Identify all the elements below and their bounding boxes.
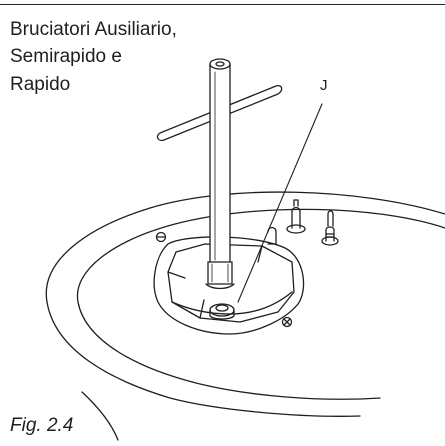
title-line-2: Semirapido e (10, 46, 122, 67)
callout-label-j: J (320, 77, 328, 94)
socket-wrench-tool (156, 58, 283, 290)
burner-cup-outer (153, 236, 305, 335)
title-line-3: Rapido (10, 74, 71, 95)
injector-nozzle-inner (215, 304, 229, 312)
electrode-2-base (321, 236, 339, 246)
callout-leader-line (237, 103, 323, 303)
top-rule (0, 4, 445, 5)
hob-outer-outline (45, 191, 445, 417)
title-line-1: Bruciatori Ausiliario, (10, 19, 177, 40)
cup-clip (267, 226, 277, 245)
hob-inner-outline (76, 208, 445, 400)
figure-caption: Fig. 2.4 (10, 415, 74, 436)
burner-cup-floor (171, 291, 293, 315)
burner-cup-inner (167, 243, 295, 323)
electrode-1-base (286, 224, 306, 234)
screw-bottom (281, 316, 293, 328)
hob-lower-contour (81, 391, 119, 441)
